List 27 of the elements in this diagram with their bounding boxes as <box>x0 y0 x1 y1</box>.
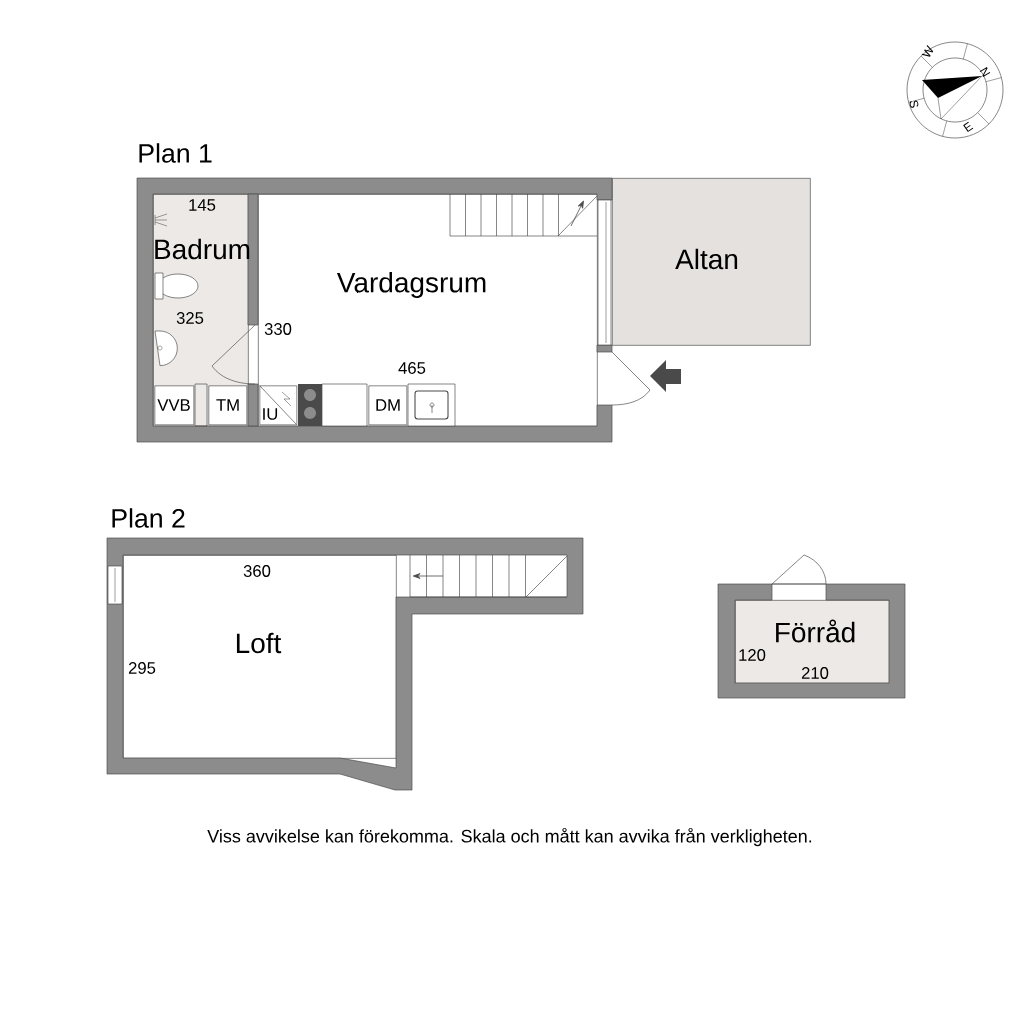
plan-heading: Plan 2 <box>112 508 185 528</box>
dimension-label: 465 <box>398 362 426 374</box>
room <box>735 600 890 684</box>
room-name: Loft <box>236 632 282 654</box>
room-name: Badrum <box>155 238 250 260</box>
dimension-label: 330 <box>264 323 292 335</box>
compass-letter: W <box>921 45 934 57</box>
dimension-label: 295 <box>128 662 156 674</box>
cabinet-box: TM <box>208 385 248 426</box>
dimension-label: 145 <box>189 199 216 211</box>
room-name: Vardagsrum <box>336 271 486 299</box>
compass-letter: S <box>909 100 919 108</box>
room-name: Altan <box>675 248 738 270</box>
plan-heading: Plan 1 <box>139 143 212 163</box>
caption: Viss avvikelse kan förekomma. Skala och mått kan avvika från verkligheten. <box>207 827 812 847</box>
dimension-label: 325 <box>176 312 204 324</box>
cabinet-box: DM <box>368 385 408 426</box>
room <box>123 555 397 759</box>
cabinet-box: VVB <box>154 385 195 426</box>
cabinet-box: IU <box>259 385 298 426</box>
dimension-label: 210 <box>801 667 829 679</box>
dimension-label: 120 <box>739 649 766 661</box>
dimension-label: 360 <box>243 565 271 577</box>
room <box>612 178 811 346</box>
compass-letter: N <box>979 67 991 77</box>
room-name: Förråd <box>776 619 855 643</box>
compass-letter: E <box>963 121 974 133</box>
